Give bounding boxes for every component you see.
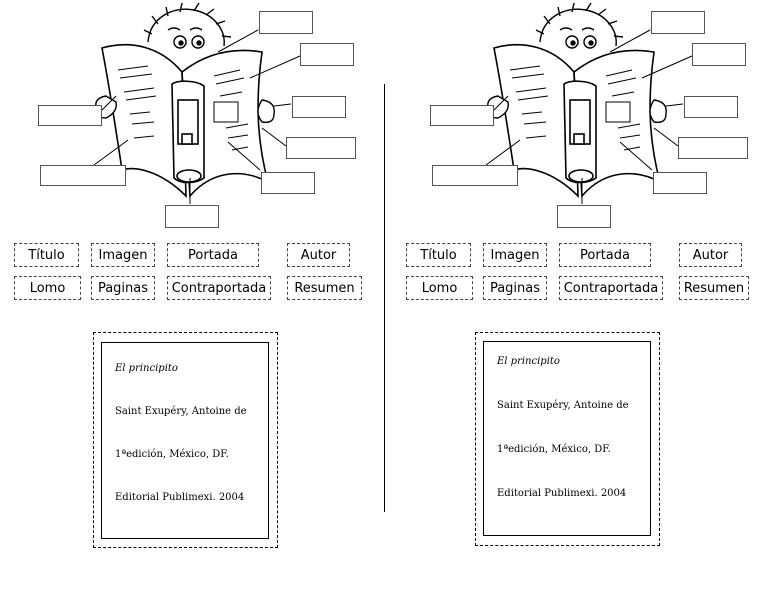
blank-label-box[interactable]	[292, 96, 346, 118]
worksheet-panel-right: Título Imagen Portada Autor Lomo Paginas…	[392, 0, 768, 594]
blank-label-box[interactable]	[678, 137, 748, 159]
book-title: El principito	[497, 356, 560, 367]
word-bank-item[interactable]: Contraportada	[559, 276, 663, 300]
blank-label-box[interactable]	[40, 165, 126, 186]
book-title: El principito	[115, 363, 178, 374]
book-publisher: Editorial Publimexi. 2004	[115, 492, 245, 503]
blank-label-box[interactable]	[651, 11, 705, 34]
word-bank-item[interactable]: Autor	[287, 243, 350, 267]
word-bank-item[interactable]: Contraportada	[167, 276, 271, 300]
book-author: Saint Exupéry, Antoine de	[115, 406, 247, 417]
word-bank-item[interactable]: Título	[406, 243, 471, 267]
book-reader-illustration	[93, 2, 301, 204]
worksheet-panel-left: Título Imagen Portada Autor Lomo Paginas…	[14, 2, 362, 548]
blank-label-box[interactable]	[300, 43, 354, 66]
panel-divider	[384, 84, 385, 512]
word-bank-item[interactable]: Paginas	[91, 276, 155, 300]
blank-label-box[interactable]	[692, 43, 746, 66]
book-reader-illustration	[485, 2, 693, 204]
book-edition: 1ªedición, México, DF.	[497, 444, 611, 455]
word-bank-item[interactable]: Resumen	[679, 276, 749, 300]
book-edition: 1ªedición, México, DF.	[115, 449, 229, 460]
blank-label-box[interactable]	[432, 165, 518, 186]
book-publisher: Editorial Publimexi. 2004	[497, 488, 627, 499]
blank-label-box[interactable]	[38, 105, 102, 126]
blank-label-box[interactable]	[684, 96, 738, 118]
word-bank-item[interactable]: Portada	[167, 243, 259, 267]
blank-label-box[interactable]	[557, 205, 611, 228]
word-bank-item[interactable]: Imagen	[91, 243, 155, 267]
word-bank-item[interactable]: Portada	[559, 243, 651, 267]
blank-label-box[interactable]	[653, 172, 707, 194]
word-bank-item[interactable]: Título	[14, 243, 79, 267]
word-bank-item[interactable]: Lomo	[406, 276, 473, 300]
book-card-border	[475, 332, 660, 546]
book-author: Saint Exupéry, Antoine de	[497, 400, 629, 411]
word-bank-item[interactable]: Autor	[679, 243, 742, 267]
blank-label-box[interactable]	[259, 11, 313, 34]
word-bank-item[interactable]: Resumen	[287, 276, 362, 300]
word-bank-item[interactable]: Lomo	[14, 276, 81, 300]
word-bank-item[interactable]: Paginas	[483, 276, 547, 300]
book-card-border	[93, 332, 278, 548]
word-bank-item[interactable]: Imagen	[483, 243, 547, 267]
book-card: El principito Saint Exupéry, Antoine de …	[483, 341, 651, 536]
blank-label-box[interactable]	[430, 105, 494, 126]
blank-label-box[interactable]	[261, 172, 315, 194]
book-card: El principito Saint Exupéry, Antoine de …	[101, 342, 269, 539]
blank-label-box[interactable]	[286, 137, 356, 159]
blank-label-box[interactable]	[165, 205, 219, 228]
